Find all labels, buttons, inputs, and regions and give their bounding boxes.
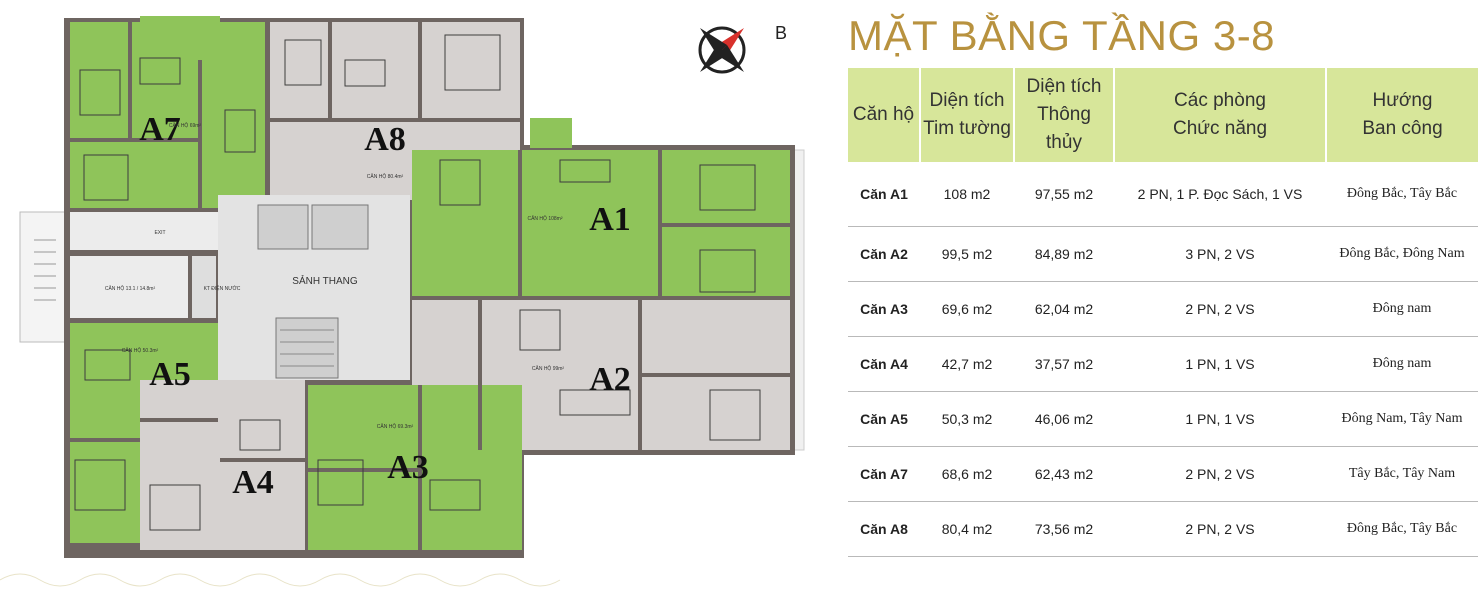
table-row: Căn A5 50,3 m2 46,06 m2 1 PN, 1 VS Đông … <box>848 391 1478 447</box>
unit-label-a5: A5 <box>149 356 191 393</box>
unit-code-a7: CĂN HỘ 69m² <box>169 122 202 129</box>
unit-label-a2: A2 <box>589 361 631 398</box>
exit-label: EXIT <box>154 230 165 236</box>
unit-cell: Căn A8 <box>848 501 920 557</box>
header-unit: Căn hộ <box>848 68 921 162</box>
gross-area-cell: 42,7 m2 <box>920 336 1014 392</box>
direction-cell: Đông Nam, Tây Nam <box>1326 391 1478 447</box>
net-area-cell: 62,43 m2 <box>1014 446 1114 502</box>
unit-label-a4: A4 <box>232 464 274 501</box>
net-area-cell: 84,89 m2 <box>1014 226 1114 282</box>
unit-cell: Căn A2 <box>848 226 920 282</box>
unit-code-a5: CĂN HỘ 50.3m² <box>122 347 159 354</box>
gross-area-cell: 108 m2 <box>920 162 1014 227</box>
unit-code-a8: CĂN HỘ 80.4m² <box>367 173 404 180</box>
net-area-cell: 37,57 m2 <box>1014 336 1114 392</box>
gross-area-cell: 69,6 m2 <box>920 281 1014 337</box>
gross-area-cell: 50,3 m2 <box>920 391 1014 447</box>
net-area-cell: 46,06 m2 <box>1014 391 1114 447</box>
rooms-cell: 3 PN, 2 VS <box>1114 226 1326 282</box>
table-header-row: Căn hộ Diện tích Tim tường Diện tích Thô… <box>848 68 1478 162</box>
net-area-cell: 62,04 m2 <box>1014 281 1114 337</box>
table-row: Căn A4 42,7 m2 37,57 m2 1 PN, 1 VS Đông … <box>848 336 1478 392</box>
unit-cell: Căn A5 <box>848 391 920 447</box>
gross-area-cell: 99,5 m2 <box>920 226 1014 282</box>
table-row: Căn A7 68,6 m2 62,43 m2 2 PN, 2 VS Tây B… <box>848 446 1478 502</box>
unit-code-a3: CĂN HỘ 69.3m² <box>377 423 414 430</box>
net-area-cell: 97,55 m2 <box>1014 162 1114 227</box>
unit-label-a7: A7 <box>139 111 181 148</box>
unit-label-a8: A8 <box>364 121 406 158</box>
table-row: Căn A2 99,5 m2 84,89 m2 3 PN, 2 VS Đông … <box>848 226 1478 282</box>
table-row: Căn A1 108 m2 97,55 m2 2 PN, 1 P. Đọc Sá… <box>848 162 1478 227</box>
header-net-area: Diện tích Thông thủy <box>1014 68 1115 162</box>
rooms-cell: 2 PN, 1 P. Đọc Sách, 1 VS <box>1114 162 1326 227</box>
rooms-cell: 2 PN, 2 VS <box>1114 281 1326 337</box>
unit-cell: Căn A3 <box>848 281 920 337</box>
rooms-cell: 2 PN, 2 VS <box>1114 501 1326 557</box>
table-row: Căn A8 80,4 m2 73,56 m2 2 PN, 2 VS Đông … <box>848 501 1478 557</box>
direction-cell: Đông Bắc, Tây Bắc <box>1326 501 1478 557</box>
table-row: Căn A3 69,6 m2 62,04 m2 2 PN, 2 VS Đông … <box>848 281 1478 337</box>
unit-cell: Căn A4 <box>848 336 920 392</box>
direction-cell: Đông Bắc, Đông Nam <box>1326 226 1478 282</box>
unit-code-a1: CĂN HỘ 108m² <box>527 215 562 222</box>
header-rooms: Các phòng Chức năng <box>1114 68 1327 162</box>
lobby-label: SẢNH THANG <box>292 274 358 287</box>
unit-code-a2: CĂN HỘ 99m² <box>532 365 565 372</box>
direction-cell: Tây Bắc, Tây Nam <box>1326 446 1478 502</box>
rooms-cell: 2 PN, 2 VS <box>1114 446 1326 502</box>
floor-plan: A7 A8 A1 A5 A2 A4 A3 CĂN HỘ 69m² CĂN HỘ … <box>0 16 805 587</box>
unit-label-a1: A1 <box>589 201 631 238</box>
electrical-room-label: KT ĐIỆN NƯỚC <box>204 284 241 292</box>
unit-cell: Căn A1 <box>848 162 920 227</box>
net-area-cell: 73,56 m2 <box>1014 501 1114 557</box>
unit-a3 <box>308 385 522 550</box>
header-gross-area: Diện tích Tim tường <box>920 68 1015 162</box>
compass-label: B <box>775 23 787 43</box>
direction-cell: Đông Bắc, Tây Bắc <box>1326 162 1478 227</box>
header-balcony-direction: Hướng Ban công <box>1326 68 1478 162</box>
direction-cell: Đông nam <box>1326 336 1478 392</box>
gross-area-cell: 80,4 m2 <box>920 501 1014 557</box>
direction-cell: Đông nam <box>1326 281 1478 337</box>
page-title: MẶT BẰNG TẦNG 3-8 <box>848 12 1276 59</box>
compass-icon <box>698 26 746 74</box>
rooms-cell: 1 PN, 1 VS <box>1114 336 1326 392</box>
unit-cell: Căn A7 <box>848 446 920 502</box>
unit-a4 <box>140 380 305 550</box>
unit-spec-table: Căn hộ Diện tích Tim tường Diện tích Thô… <box>848 68 1478 557</box>
unit-label-a3: A3 <box>387 449 429 486</box>
gross-area-cell: 68,6 m2 <box>920 446 1014 502</box>
rooms-cell: 1 PN, 1 VS <box>1114 391 1326 447</box>
utility-room-label: CĂN HỘ 13.1 / 14.8m² <box>105 285 156 292</box>
